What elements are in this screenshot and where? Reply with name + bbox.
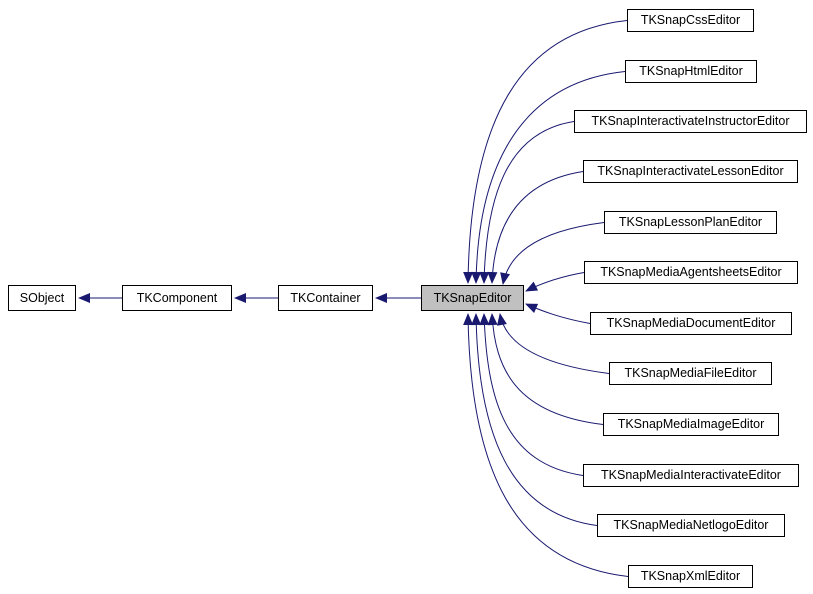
inheritance-edge [525, 272, 585, 292]
node-tksnapinteractivatelessoneditor[interactable]: TKSnapInteractivateLessonEditor [583, 160, 798, 183]
node-tksnapmediaimageeditor[interactable]: TKSnapMediaImageEditor [603, 413, 779, 436]
node-tksnapmediafileeditor[interactable]: TKSnapMediaFileEditor [609, 362, 772, 385]
node-tksnapmediaagentsheetseditor[interactable]: TKSnapMediaAgentsheetsEditor [584, 261, 798, 284]
inheritance-edge [487, 171, 584, 284]
node-tksnaplessonplaneditor[interactable]: TKSnapLessonPlanEditor [604, 211, 777, 234]
inheritance-edge [463, 20, 628, 284]
inheritance-edge [487, 313, 604, 425]
inheritance-edge [471, 313, 598, 526]
node-tksnapcsseditor[interactable]: TKSnapCssEditor [627, 9, 754, 32]
inheritance-edge [463, 313, 629, 577]
node-tksnaphtmleditor[interactable]: TKSnapHtmlEditor [625, 60, 757, 83]
node-tksnapmediadocumenteditor[interactable]: TKSnapMediaDocumentEditor [590, 312, 792, 335]
node-tksnapmediainteractivateeditor[interactable]: TKSnapMediaInteractivateEditor [583, 464, 799, 487]
inheritance-edge [479, 313, 584, 476]
node-tksnapeditor[interactable]: TKSnapEditor [421, 285, 524, 311]
node-tksnapxmleditor[interactable]: TKSnapXmlEditor [628, 565, 753, 588]
node-sobject[interactable]: SObject [8, 285, 76, 311]
inheritance-edge [479, 121, 575, 284]
inheritance-edge [525, 303, 591, 324]
node-tkcontainer[interactable]: TKContainer [278, 285, 373, 311]
node-tkcomponent[interactable]: TKComponent [122, 285, 232, 311]
node-tksnapinteractivateinstructoreditor[interactable]: TKSnapInteractivateInstructorEditor [574, 110, 807, 133]
node-tksnapmedianetlogoeditor[interactable]: TKSnapMediaNetlogoEditor [597, 514, 785, 537]
